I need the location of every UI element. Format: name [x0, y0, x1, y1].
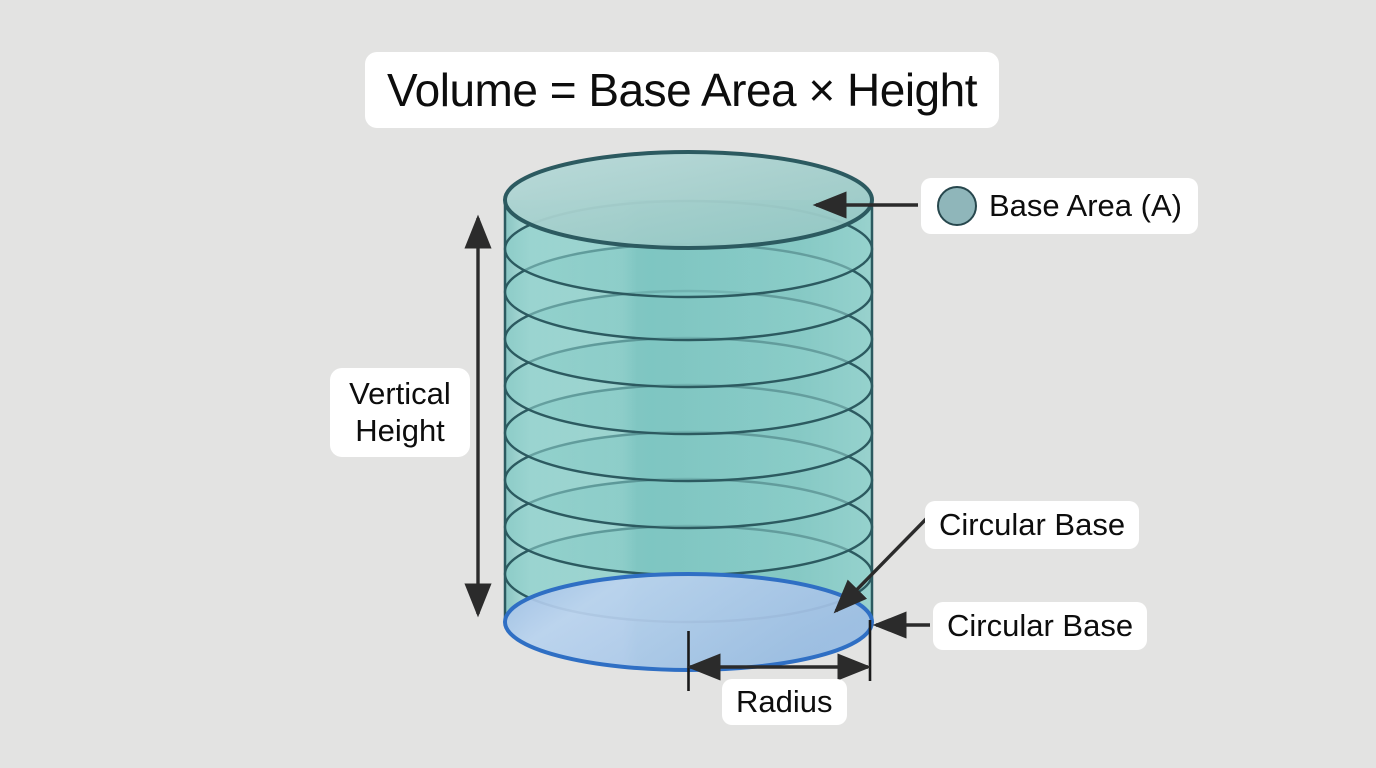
legend-base-area: Base Area (A)	[921, 178, 1198, 234]
page-title: Volume = Base Area × Height	[365, 52, 1000, 128]
label-radius: Radius	[722, 679, 847, 725]
base-area-swatch-icon	[937, 186, 977, 226]
circular-base-leader-arrow-diagonal	[833, 514, 931, 614]
legend-base-area-label: Base Area (A)	[989, 188, 1182, 223]
label-circular-base-bottom: Circular Base	[933, 602, 1148, 650]
cylinder-disc-stack	[503, 199, 874, 624]
base-area-top-shape	[503, 150, 874, 250]
radius-dimension	[686, 620, 872, 691]
label-circular-base-top: Circular Base	[925, 501, 1140, 549]
